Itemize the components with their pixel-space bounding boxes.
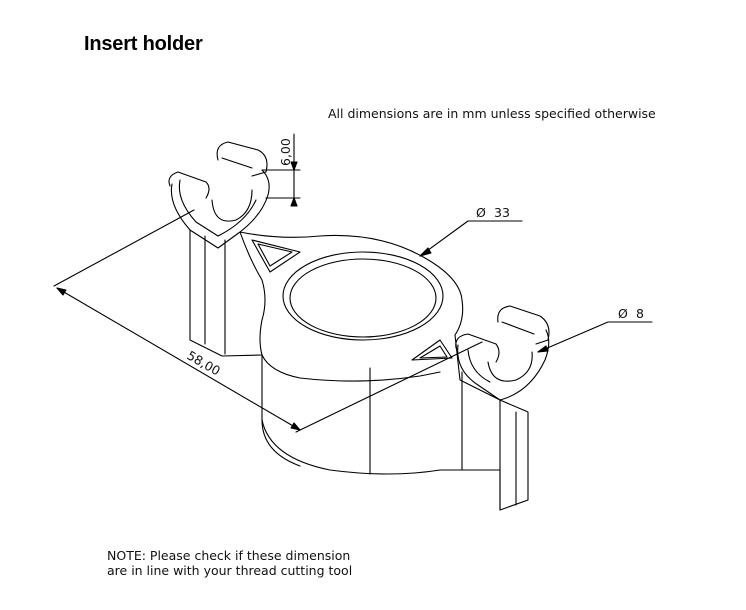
- dimension-overall-length: [53, 209, 483, 433]
- dimension-bore-diameter: [419, 220, 523, 257]
- clip-height-label: 6,00: [278, 138, 293, 166]
- note-line-1: NOTE: Please check if these dimension: [107, 548, 351, 563]
- bore-diameter-symbol: Ø: [476, 205, 486, 220]
- right-clip: [454, 305, 550, 511]
- dimension-clip-diameter: [537, 321, 653, 353]
- clip-diameter-label: 8: [636, 306, 644, 321]
- drawing-title: Insert holder: [84, 33, 203, 55]
- clip-diameter-symbol: Ø: [618, 306, 628, 321]
- bore-diameter-label: 33: [494, 205, 510, 220]
- ring-plate: [239, 231, 464, 361]
- units-note: All dimensions are in mm unless specifie…: [328, 106, 656, 121]
- note-block: NOTE: Please check if these dimension ar…: [107, 548, 352, 578]
- left-clip: [168, 141, 270, 357]
- dimension-clip-height: [261, 133, 301, 207]
- note-line-2: are in line with your thread cutting too…: [107, 563, 353, 578]
- body-front-wall: [261, 354, 501, 511]
